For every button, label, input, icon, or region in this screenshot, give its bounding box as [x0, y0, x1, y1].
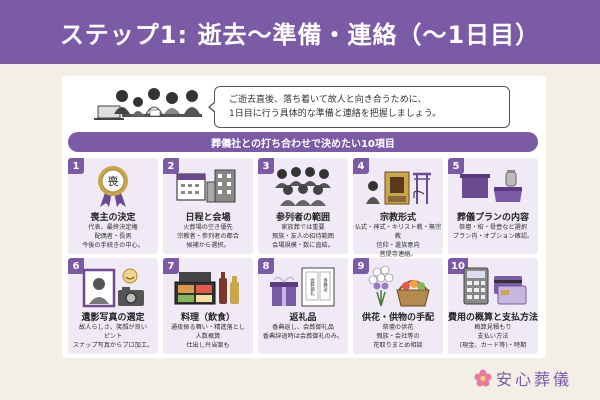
item-description: 祭壇の供花 親族・会社等の 花取りまとめ相談	[373, 324, 423, 349]
item-number: 1	[68, 158, 84, 174]
item-card-chief-mourner: 1 喪 喪主の決定 代表、最終決定権 配偶者・長男 今後の手続きの中心。	[68, 158, 158, 254]
section-title-bar: 葬儀社との打ち合わせで決めたい10項目	[68, 132, 538, 152]
gift-tag-label: 会葬御礼	[310, 277, 315, 298]
item-card-religious-style: 4 宗教形式 仏式・神式・キリスト教・無宗教 信仰・遺族意向 菩提寺連絡。	[353, 158, 443, 258]
item-description: 香典返し、会葬御礼品 香典辞退時は会葬御礼のみ。	[262, 324, 344, 340]
header-banner: ステップ1: 逝去〜準備・連絡（〜1日目）	[0, 0, 600, 64]
award-ribbon-icon: 喪	[98, 166, 128, 207]
item-number: 6	[68, 258, 84, 274]
bento-bottles-icon	[174, 272, 239, 305]
family-at-desk-illustration	[94, 88, 202, 120]
item-title: 喪主の決定	[90, 213, 136, 223]
item-number: 7	[163, 258, 179, 274]
flowers-basket-icon	[368, 265, 430, 307]
item-card-costs-payment: 10 費用の概算と支払方法 概算見積もり 支払い方法 (現金、カード等)・時期	[448, 258, 538, 354]
item-number: 5	[448, 158, 464, 174]
item-card-return-gifts: 8 会葬御礼 香典返 返礼品 香典返し、会葬御礼品 香典辞退時は会葬御礼のみ。	[258, 258, 348, 354]
item-title: 葬儀プランの内容	[456, 213, 529, 223]
page-title: ステップ1: 逝去〜準備・連絡（〜1日目）	[59, 20, 541, 49]
item-description: 火葬場の空き優先 宗教者・参列者の都合 候補から選択。	[177, 224, 239, 249]
item-card-funeral-plan: 5 葬儀プランの内容 祭壇・棺・骨壺など選択 プラン内・オプション確認。	[448, 158, 538, 254]
item-card-attendees: 3 参列者の範囲 家族葬では重要 親族・友人の招待範囲 会場規模・	[258, 158, 348, 254]
item-description: 仏式・神式・キリスト教・無宗教 信仰・遺族意向 菩提寺連絡。	[354, 224, 442, 258]
item-number: 2	[163, 158, 179, 174]
item-number: 10	[448, 258, 468, 274]
item-title: 遺影写真の選定	[81, 313, 145, 323]
brand-logo: 安心葬儀	[474, 362, 594, 394]
item-number: 8	[258, 258, 274, 274]
intro-section: ご逝去直後、落ち着いて故人と向き合うために、 1日目に行う具体的な準備と連絡を把…	[62, 82, 546, 130]
item-description: 代表、最終決定権 配偶者・長男 今後の手続きの中心。	[82, 224, 144, 249]
item-description: 故人らしさ、笑顔が良い ピント スナップ写真からプロ加工。	[72, 324, 154, 349]
coffin-urn-icon	[460, 170, 522, 202]
gift-box-icon: 会葬御礼 香典返	[270, 267, 335, 307]
calendar-building-icon	[176, 169, 236, 203]
brand-name: 安心葬儀	[496, 370, 573, 389]
content-panel: ご逝去直後、落ち着いて故人と向き合うために、 1日目に行う具体的な準備と連絡を把…	[62, 76, 546, 358]
item-number: 9	[353, 258, 369, 274]
gift-tag-label: 香典返	[323, 277, 328, 293]
item-description: 祭壇・棺・骨壺など選択 プラン内・オプション確認。	[452, 224, 534, 240]
section-title: 葬儀社との打ち合わせで決めたい10項目	[211, 138, 395, 150]
item-title: 費用の概算と支払方法	[448, 313, 539, 323]
item-number: 4	[353, 158, 369, 174]
item-title: 日程と会場	[185, 213, 231, 223]
item-title: 供花・供物の手配	[361, 313, 434, 323]
intro-line-2: 1日目に行う具体的な準備と連絡を把握しましょう。	[229, 109, 442, 119]
item-description: 概算見積もり 支払い方法 (現金、カード等)・時期	[459, 324, 527, 349]
item-title: 宗教形式	[379, 213, 416, 223]
items-grid: 1 喪 喪主の決定 代表、最終決定権 配偶者・長男 今後の手続きの中心。 2	[68, 158, 540, 354]
calculator-cards-icon	[463, 267, 527, 305]
item-description: 通夜振る舞い・精進落とし 人数概算 仕出し弁当案も	[170, 324, 246, 349]
item-title: 料理（飲食）	[180, 313, 235, 323]
portrait-camera-icon	[82, 268, 144, 308]
group-of-people-icon	[275, 167, 331, 206]
item-card-memorial-photo: 6 遺影写真の選定 故人らしさ、笑顔が良い ピント スナップ写真からプロ加工。	[68, 258, 158, 354]
item-card-catering: 7 料理（飲食） 通夜振る舞い・精進落とし 人数概算 仕出し弁当案も	[163, 258, 253, 354]
item-card-flowers-offerings: 9 供花・供物の手配 祭壇の供花 親族・会社等の 花	[353, 258, 443, 354]
item-title: 返礼品	[289, 313, 317, 323]
intro-line-1: ご逝去直後、落ち着いて故人と向き合うために、	[229, 95, 427, 105]
item-card-schedule-venue: 2 日程と会場 火葬場の空き優先 宗教者・参列者の都合	[163, 158, 253, 254]
seal-label: 喪	[108, 174, 119, 188]
altar-torii-icon	[366, 171, 431, 205]
intro-speech-bubble: ご逝去直後、落ち着いて故人と向き合うために、 1日目に行う具体的な準備と連絡を把…	[208, 86, 510, 128]
flower-logo-icon	[474, 369, 492, 387]
item-description: 家族葬では重要 親族・友人の招待範囲 会場規模・数に直結。	[272, 224, 334, 249]
item-title: 参列者の範囲	[275, 213, 330, 223]
item-number: 3	[258, 158, 274, 174]
